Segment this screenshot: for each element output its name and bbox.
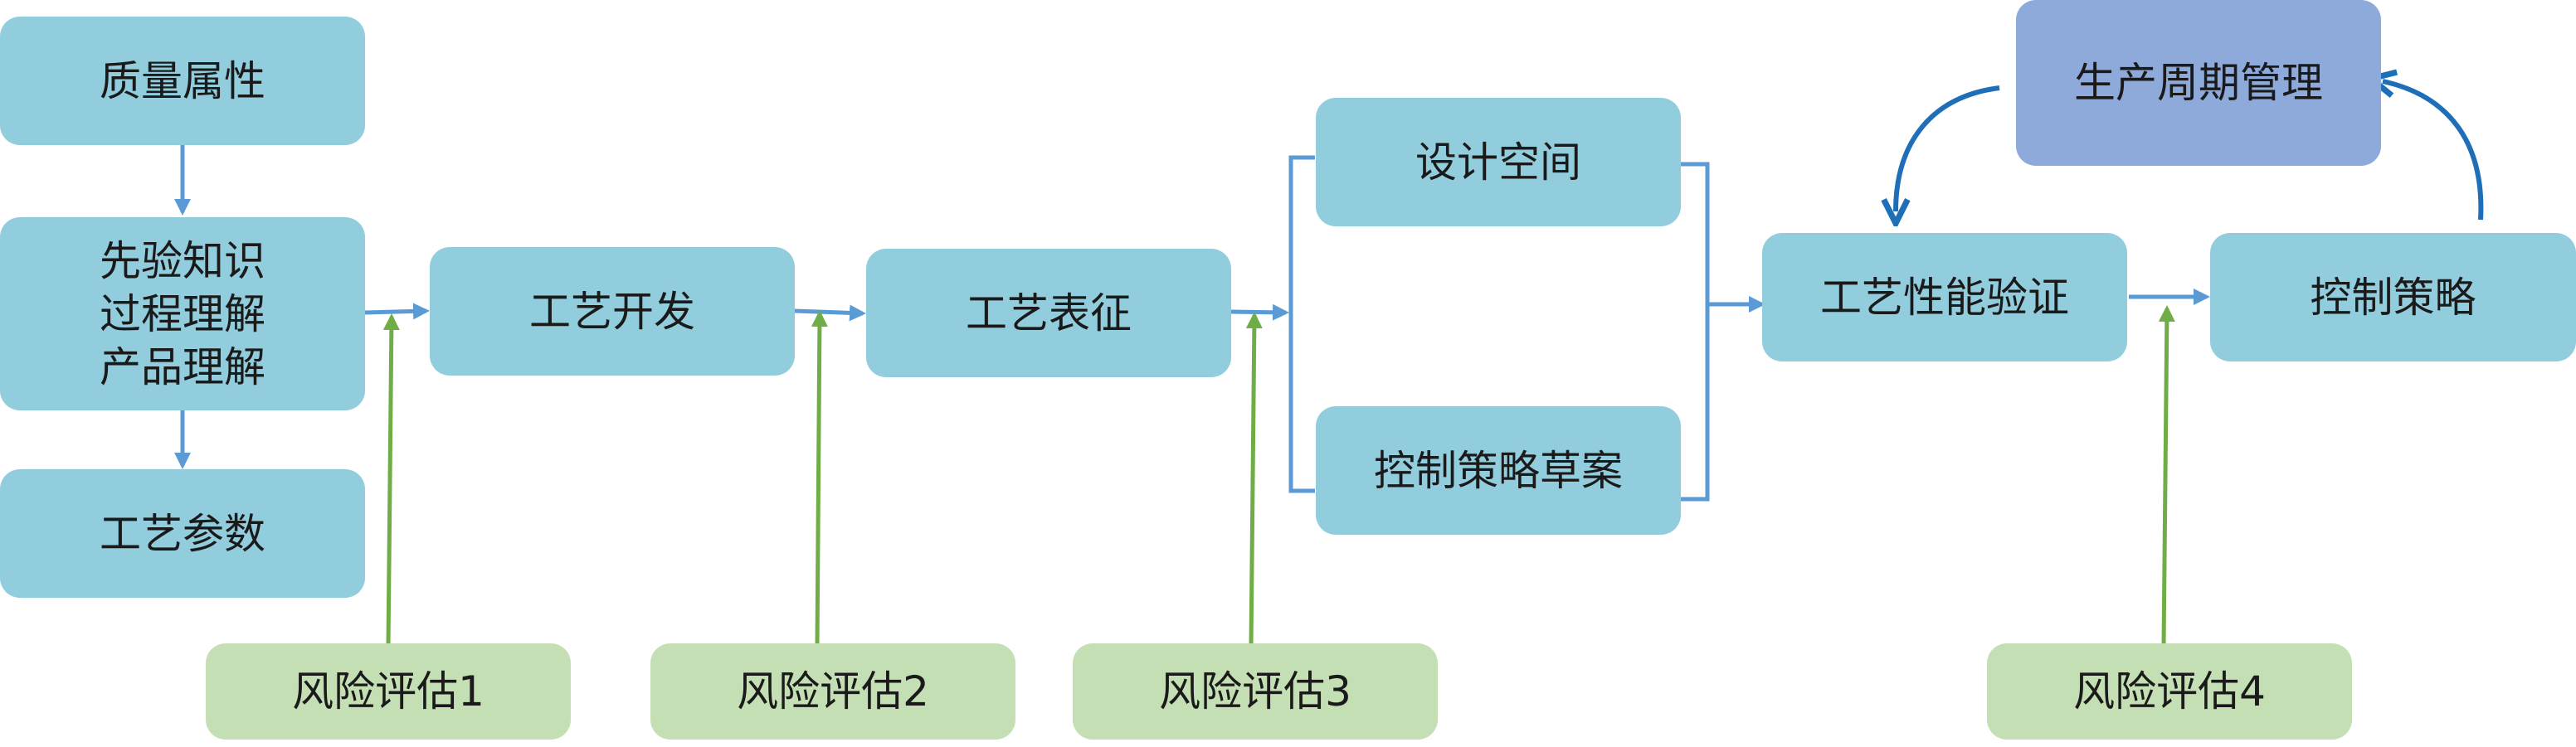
risk-assessment-2-label: 风险评估2 bbox=[737, 667, 929, 715]
node-prior-knowledge: 先验知识 过程理解 产品理解 bbox=[0, 217, 365, 410]
node-process-development: 工艺开发 bbox=[430, 247, 795, 376]
node-quality-attributes: 质量属性 bbox=[0, 17, 365, 145]
node-process-parameters: 工艺参数 bbox=[0, 469, 365, 598]
risk-arrow-1 bbox=[382, 313, 400, 648]
node-process-performance-verification-label: 工艺性能验证 bbox=[1820, 273, 2069, 322]
node-design-space: 设计空间 bbox=[1316, 98, 1681, 226]
node-control-strategy: 控制策略 bbox=[2210, 233, 2576, 361]
node-prior-knowledge-line1: 先验知识 bbox=[100, 236, 265, 285]
arrow-development-to-characterization bbox=[794, 304, 866, 322]
risk-assessment-4-label: 风险评估4 bbox=[2073, 667, 2266, 715]
node-design-space-label: 设计空间 bbox=[1415, 138, 1581, 187]
node-lifecycle-management: 生产周期管理 bbox=[2016, 0, 2381, 166]
risk-assessment-1: 风险评估1 bbox=[206, 643, 571, 740]
node-process-characterization: 工艺表征 bbox=[866, 249, 1231, 377]
node-process-development-label: 工艺开发 bbox=[529, 287, 695, 336]
node-prior-knowledge-line2: 过程理解 bbox=[100, 289, 265, 338]
arrow-knowledge-to-development bbox=[364, 303, 430, 320]
node-draft-control-strategy-label: 控制策略草案 bbox=[1374, 446, 1623, 495]
arrow-characterization-to-bracket bbox=[1230, 303, 1289, 321]
cycle-arrow-up bbox=[2383, 81, 2484, 221]
node-prior-knowledge-line3: 产品理解 bbox=[100, 342, 265, 391]
node-process-performance-verification: 工艺性能验证 bbox=[1762, 233, 2127, 361]
cycle-arrow-down bbox=[1896, 85, 2000, 211]
node-quality-attributes-label: 质量属性 bbox=[100, 56, 265, 105]
node-process-characterization-label: 工艺表征 bbox=[966, 289, 1132, 337]
risk-assessment-1-label: 风险评估1 bbox=[292, 667, 485, 715]
risk-arrow-4 bbox=[2158, 305, 2175, 648]
node-process-parameters-label: 工艺参数 bbox=[100, 509, 265, 558]
risk-arrow-2 bbox=[811, 310, 828, 648]
bracket-right bbox=[1681, 162, 1710, 502]
risk-assessment-3-label: 风险评估3 bbox=[1159, 667, 1351, 715]
risk-assessment-3: 风险评估3 bbox=[1073, 643, 1438, 740]
risk-arrow-3 bbox=[1245, 312, 1263, 648]
node-draft-control-strategy: 控制策略草案 bbox=[1316, 406, 1681, 535]
risk-assessment-2: 风险评估2 bbox=[650, 643, 1015, 740]
node-lifecycle-management-label: 生产周期管理 bbox=[2074, 59, 2323, 107]
bracket-left bbox=[1288, 155, 1315, 493]
node-control-strategy-label: 控制策略 bbox=[2310, 273, 2476, 322]
risk-assessment-4: 风险评估4 bbox=[1987, 643, 2352, 740]
